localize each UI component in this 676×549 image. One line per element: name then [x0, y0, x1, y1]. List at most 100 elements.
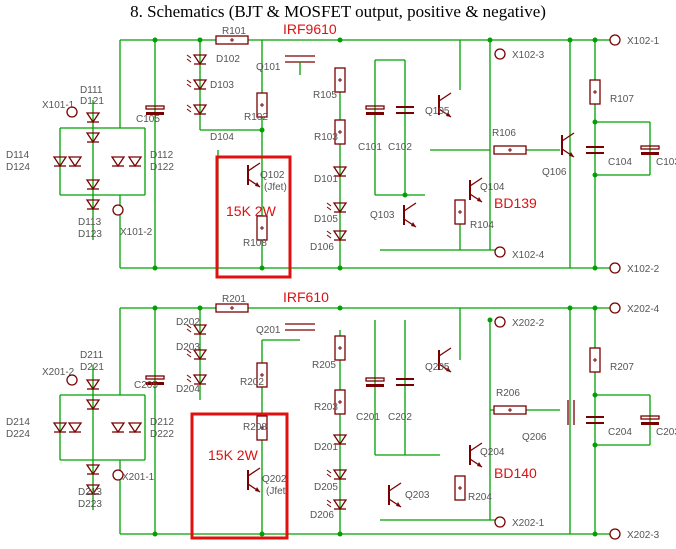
label-r108: R108: [243, 238, 267, 249]
bottom-section: R201 IRF610 Q201 R205 X202-2 X202-4 D202…: [6, 289, 676, 541]
transistor-q203: [388, 482, 402, 508]
led-d102: [186, 54, 207, 65]
diode-d212: [111, 422, 125, 433]
label-d103: D103: [210, 80, 234, 91]
label-x202-2: X202-2: [512, 318, 545, 329]
label-r208: R208: [243, 422, 267, 433]
label-r106: R106: [492, 128, 516, 139]
label-d122: D122: [150, 162, 174, 173]
resistor-r105: [334, 67, 346, 93]
label-d224: D224: [6, 429, 30, 440]
label-d121: D121: [80, 96, 104, 107]
highlight-box-bottom: [190, 412, 289, 540]
label-x201-1: X201-1: [122, 472, 155, 483]
resistor-r106: [493, 145, 527, 155]
label-r104: R104: [470, 220, 494, 231]
page-title: 8. Schematics (BJT & MOSFET output, posi…: [130, 2, 546, 21]
resistor-r101: [215, 35, 249, 45]
resistor-r204: [454, 475, 466, 501]
terminal-x102-4: [494, 246, 506, 258]
label-d113: D113: [78, 217, 102, 228]
label-q202: Q202: [262, 474, 287, 485]
label-r202: R202: [240, 377, 264, 388]
label-x102-3: X102-3: [512, 50, 545, 61]
label-x101-1: X101-1: [42, 100, 75, 111]
label-r206: R206: [496, 388, 520, 399]
label-x202-4: X202-4: [627, 304, 660, 315]
label-q103: Q103: [370, 210, 395, 221]
label-x101-2: X101-2: [120, 227, 153, 238]
label-q104: Q104: [480, 182, 505, 193]
label-d112: D112: [150, 150, 174, 161]
diode-d112: [111, 156, 125, 167]
led-d104: [186, 104, 207, 115]
label-x102-4: X102-4: [512, 250, 545, 261]
resistor-r207: [589, 347, 601, 373]
terminal-x202-1: [494, 516, 506, 528]
label-q106: Q106: [542, 167, 567, 178]
label-c202: C202: [388, 412, 412, 423]
resistor-r108: [256, 215, 268, 241]
label-d102: D102: [216, 54, 240, 65]
terminal-x102-3: [494, 48, 506, 60]
resistor-r201: [215, 303, 249, 313]
label-d204: D204: [176, 384, 200, 395]
label-r105: R105: [313, 90, 337, 101]
label-r102: R102: [244, 112, 268, 123]
label-r203: R203: [314, 402, 338, 413]
jfet-q202: [247, 467, 261, 493]
label-q101: Q101: [256, 62, 281, 73]
label-d105: D105: [314, 214, 338, 225]
label-d101: D101: [314, 174, 338, 185]
label-c104: C104: [608, 157, 632, 168]
label-jfet-bottom: (Jfet): [266, 486, 289, 497]
label-c205: C205: [134, 380, 158, 391]
label-x202-3: X202-3: [627, 530, 660, 541]
label-d212: D212: [150, 417, 174, 428]
label-q204: Q204: [480, 447, 505, 458]
diode-d122: [128, 156, 142, 167]
terminal-x102-1: [609, 34, 621, 46]
label-d222: D222: [150, 429, 174, 440]
highlight-label-bottom: 15K 2W: [208, 447, 259, 463]
label-d123: D123: [78, 229, 102, 240]
label-r207: R207: [610, 362, 634, 373]
label-d104: D104: [210, 132, 234, 143]
label-irf9610: IRF9610: [283, 21, 337, 37]
led-d106: [326, 230, 347, 241]
resistor-r107: [589, 79, 601, 105]
resistor-r205: [334, 335, 346, 361]
label-irf610: IRF610: [283, 289, 329, 305]
transistor-q103: [403, 202, 417, 228]
label-x202-1: X202-1: [512, 518, 545, 529]
resistor-r104: [454, 199, 466, 225]
mosfet-q206: [567, 400, 575, 425]
label-r103: R103: [314, 132, 338, 143]
label-x102-2: X102-2: [627, 264, 660, 275]
led-d206: [326, 499, 347, 510]
label-jfet-top: (Jfet): [264, 182, 287, 193]
label-d213: D213: [78, 487, 102, 498]
label-q105: Q105: [425, 106, 450, 117]
highlight-label-top: 15K 2W: [226, 203, 277, 219]
label-d124: D124: [6, 162, 30, 173]
label-q205: Q205: [425, 362, 450, 373]
label-x201-2: X201-2: [42, 367, 75, 378]
jfet-q102: [247, 162, 261, 188]
label-c103: C103: [656, 157, 676, 168]
label-bd140: BD140: [494, 465, 537, 481]
led-d103: [186, 79, 207, 90]
label-d203: D203: [176, 342, 200, 353]
label-r205: R205: [312, 360, 336, 371]
led-d105: [326, 202, 347, 213]
label-x102-1: X102-1: [627, 36, 660, 47]
terminal-x102-2: [609, 262, 621, 274]
label-c101: C101: [358, 142, 382, 153]
terminal-x202-4: [609, 302, 621, 314]
label-d111: D111: [80, 85, 103, 96]
label-r101: R101: [222, 26, 246, 37]
label-r201: R201: [222, 294, 246, 305]
led-d205: [326, 469, 347, 480]
label-q201: Q201: [256, 325, 281, 336]
